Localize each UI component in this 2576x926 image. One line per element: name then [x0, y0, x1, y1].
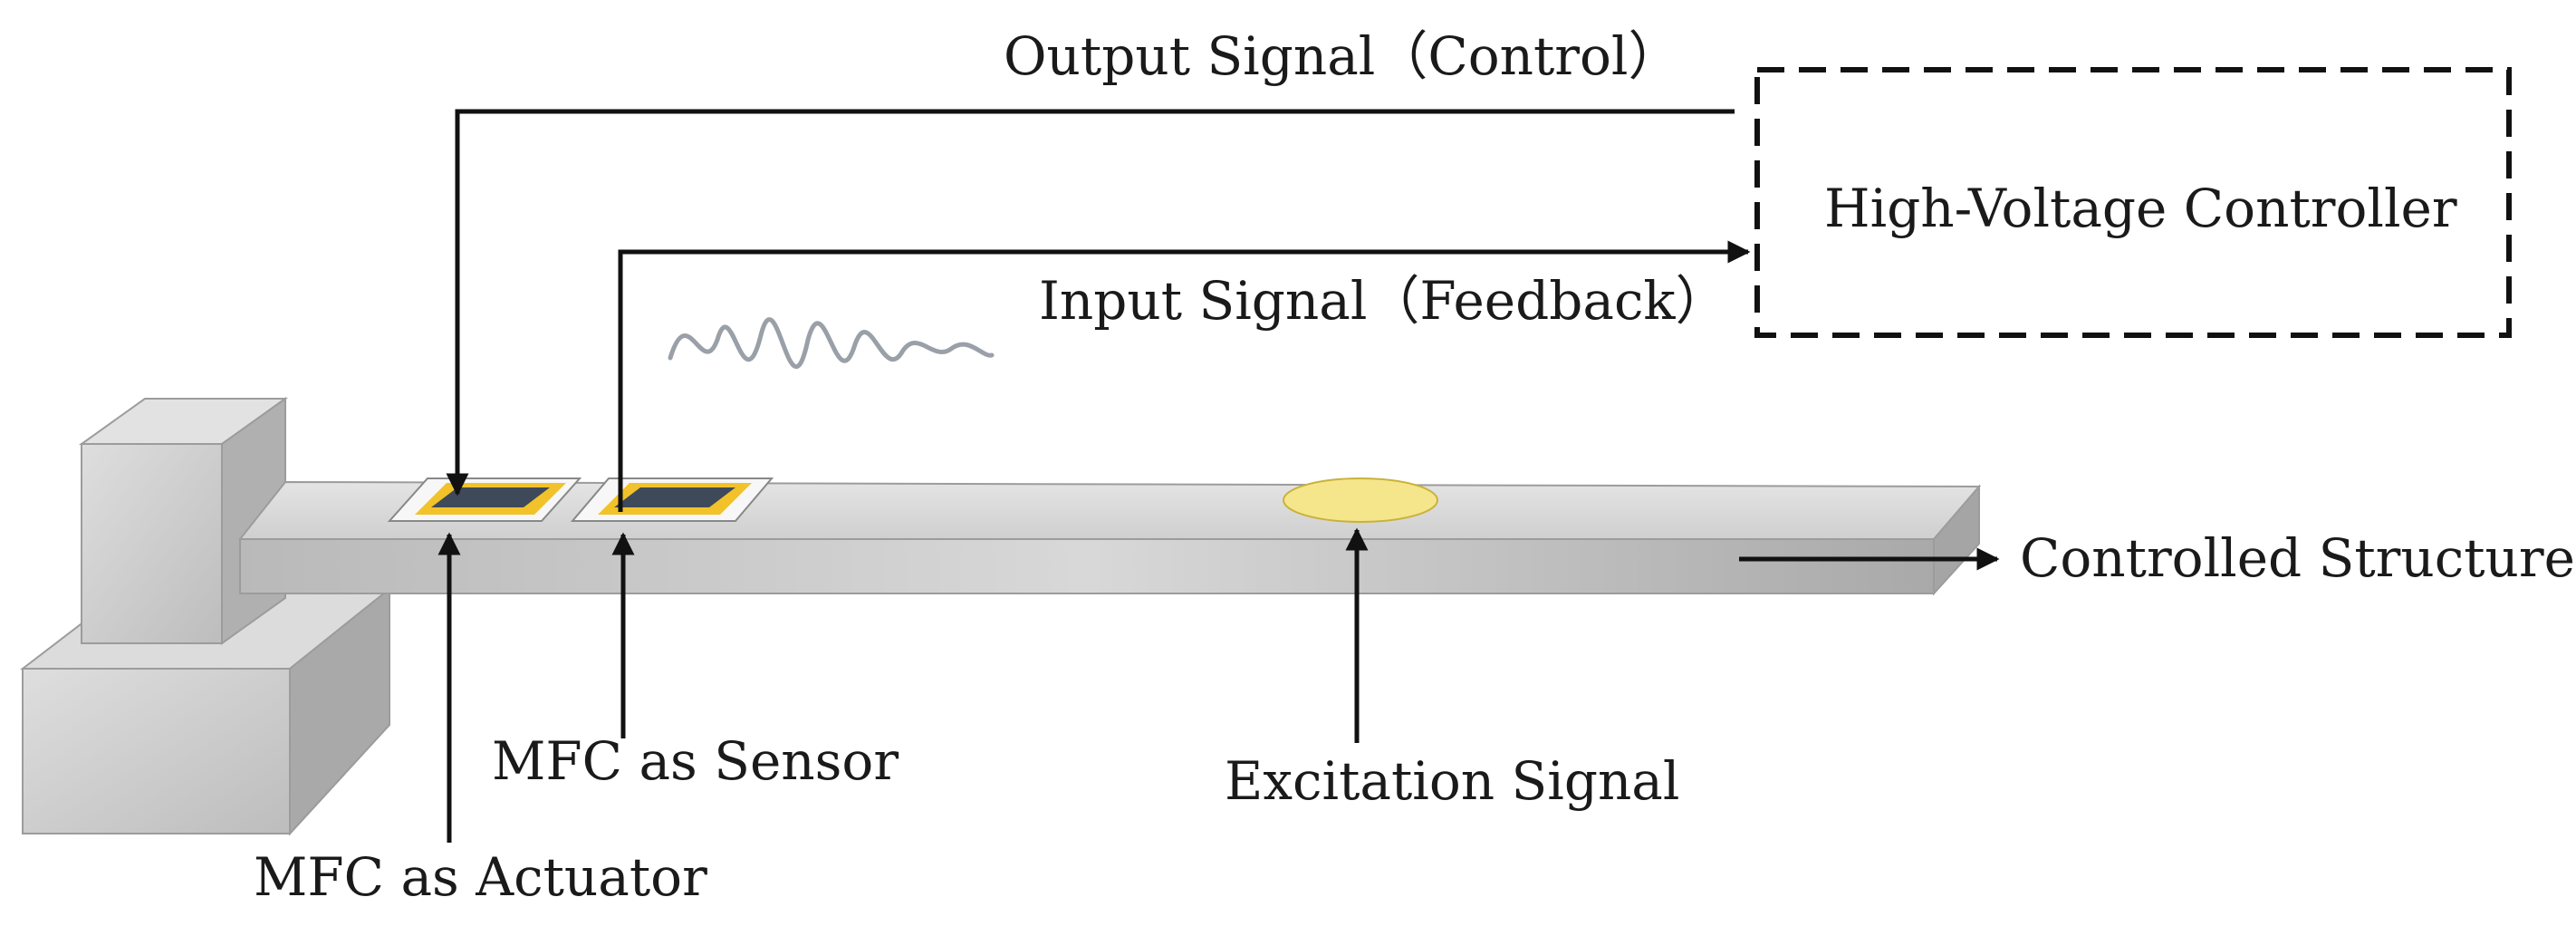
input-signal-line	[618, 240, 1751, 512]
controlled-structure-label: Controlled Structure	[2020, 527, 2575, 589]
clamp-upper-block	[78, 397, 289, 645]
high-voltage-controller-box	[1754, 67, 2512, 338]
input-signal-label: Input Signal（Feedback）	[1039, 270, 1728, 332]
vibration-wave-icon	[668, 317, 995, 369]
excitation-signal-label: Excitation Signal	[1225, 750, 1679, 812]
output-signal-label: Output Signal（Control）	[1004, 25, 1681, 87]
mfc-sensor-patch	[570, 477, 774, 522]
mfc-sensor-label: MFC as Sensor	[492, 730, 899, 792]
controller-label: High-Voltage Controller	[1824, 178, 2457, 239]
mfc-actuator-label: MFC as Actuator	[254, 846, 707, 908]
output-signal-line	[446, 109, 1735, 497]
excitation-spot	[1283, 477, 1438, 523]
